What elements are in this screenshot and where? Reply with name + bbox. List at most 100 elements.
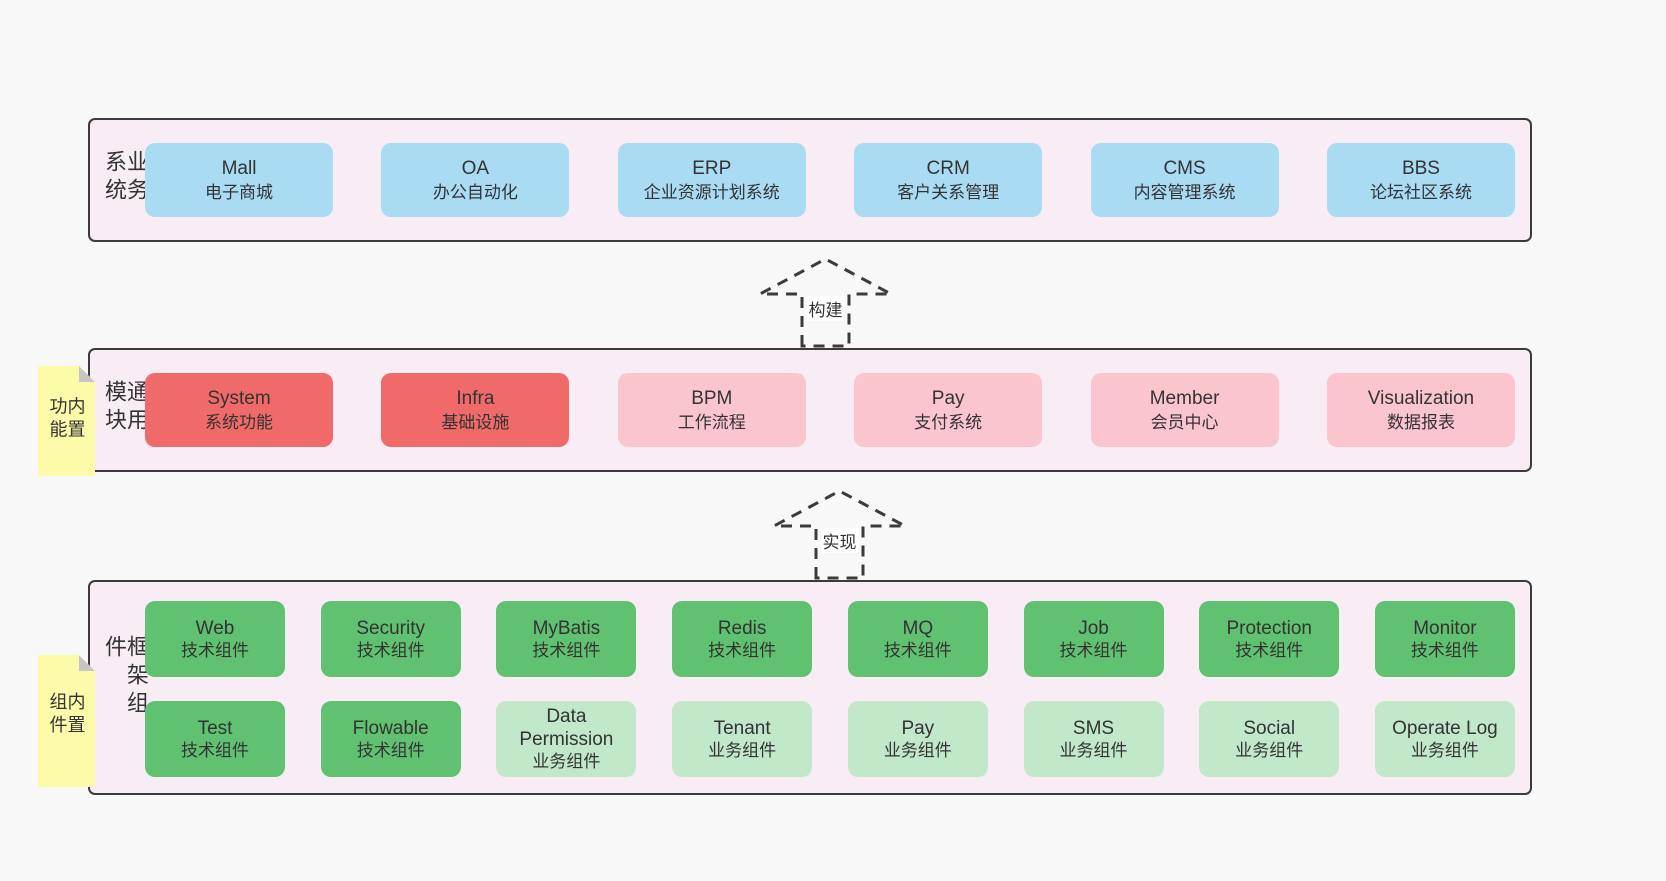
box-subtitle: 会员中心 [1150,412,1219,432]
box-title: Mall [221,157,257,179]
box-subtitle: 企业资源计划系统 [643,182,780,202]
box-subtitle: 技术组件 [181,740,249,760]
box-title: ERP [692,157,732,179]
box-title: Flowable [352,717,429,739]
box-pay-component: Pay 业务组件 [847,701,988,777]
box-tenant: Tenant 业务组件 [672,701,813,777]
box-title: MyBatis [532,617,601,639]
box-subtitle: 技术组件 [1410,640,1479,660]
box-oa: OA 办公自动化 [381,143,570,217]
box-mall: Mall 电子商城 [145,143,333,217]
box-visualization: Visualization 数据报表 [1326,373,1515,447]
box-protection: Protection 技术组件 [1199,601,1340,677]
framework-box-row-2: Test 技术组件 Flowable 技术组件 Data Permission … [145,701,1515,777]
box-title: BBS [1401,157,1440,179]
panel-business-label: 业务系统 [102,150,149,206]
box-subtitle: 业务组件 [708,740,777,760]
box-title: Protection [1226,617,1312,639]
box-title: Member [1149,387,1220,409]
box-mybatis: MyBatis 技术组件 [496,601,637,677]
box-subtitle: 技术组件 [1059,640,1128,660]
box-crm: CRM 客户关系管理 [854,143,1043,217]
box-title: Visualization [1367,387,1475,409]
box-title: System [207,387,271,409]
box-web: Web 技术组件 [145,601,285,677]
box-subtitle: 支付系统 [914,412,983,432]
box-test: Test 技术组件 [145,701,285,777]
framework-box-row-1: Web 技术组件 Security 技术组件 MyBatis 技术组件 Redi… [145,601,1515,677]
box-subtitle: 电子商城 [205,182,273,202]
box-title: Pay [931,387,965,409]
box-mq: MQ 技术组件 [847,601,988,677]
box-monitor: Monitor 技术组件 [1374,601,1515,677]
box-subtitle: 数据报表 [1386,412,1455,432]
modules-box-row: System 系统功能 Infra 基础设施 BPM 工作流程 Pay 支付系统… [145,373,1515,447]
box-subtitle: 业务组件 [883,740,952,760]
box-redis: Redis 技术组件 [672,601,813,677]
box-subtitle: 技术组件 [1235,640,1304,660]
box-subtitle: 系统功能 [205,412,273,432]
box-sms: SMS 业务组件 [1023,701,1164,777]
sticky-note-text: 内置功能 [47,396,86,443]
panel-framework-label: 框架组件 [102,634,149,719]
panel-common-modules: 通用模块 System 系统功能 Infra 基础设施 BPM 工作流程 Pay… [88,348,1532,472]
box-subtitle: 基础设施 [441,412,510,432]
box-subtitle: 业务组件 [1410,740,1479,760]
box-bbs: BBS 论坛社区系统 [1326,143,1515,217]
dashed-up-arrow-icon [759,257,892,348]
box-title: Job [1078,617,1109,639]
box-subtitle: 论坛社区系统 [1369,182,1472,202]
box-title: Pay [901,717,935,739]
box-title: Social [1243,717,1296,739]
box-subtitle: 技术组件 [708,640,777,660]
box-subtitle: 技术组件 [356,640,425,660]
box-subtitle: 业务组件 [532,752,601,771]
box-subtitle: 技术组件 [181,640,249,660]
box-social: Social 业务组件 [1199,701,1340,777]
implement-arrow: 实现 [771,488,908,580]
box-subtitle: 技术组件 [532,640,601,660]
box-title: CRM [926,157,970,179]
box-security: Security 技术组件 [320,601,461,677]
box-subtitle: 内容管理系统 [1133,182,1236,202]
box-flowable: Flowable 技术组件 [320,701,461,777]
build-arrow: 构建 [757,256,894,348]
box-title: Operate Log [1392,717,1498,739]
box-subtitle: 技术组件 [883,640,952,660]
sticky-note-builtin-features: 内置功能 [38,366,95,476]
box-member: Member 会员中心 [1090,373,1279,447]
box-title: OA [461,157,490,179]
box-subtitle: 工作流程 [677,412,746,432]
box-title: SMS [1072,717,1115,739]
box-title: Infra [456,387,495,409]
box-title: Web [195,617,235,639]
panel-modules-label: 通用模块 [102,380,149,436]
sticky-note-builtin-components: 内置组件 [38,655,95,787]
box-bpm: BPM 工作流程 [617,373,806,447]
box-infra: Infra 基础设施 [381,373,570,447]
box-subtitle: 业务组件 [1059,740,1128,760]
box-title: Monitor [1413,617,1477,639]
box-subtitle: 业务组件 [1235,740,1304,760]
box-operate-log: Operate Log 业务组件 [1374,701,1515,777]
box-title: Redis [717,617,767,639]
business-box-row: Mall 电子商城 OA 办公自动化 ERP 企业资源计划系统 CRM 客户关系… [145,143,1515,217]
box-system: System 系统功能 [145,373,333,447]
implement-arrow-label: 实现 [820,528,859,553]
box-title: CMS [1163,157,1206,179]
box-title: Security [356,617,426,639]
box-title: Test [197,717,233,739]
box-cms: CMS 内容管理系统 [1090,143,1279,217]
panel-framework-components: 框架组件 Web 技术组件 Security 技术组件 MyBatis 技术组件… [88,580,1532,795]
box-erp: ERP 企业资源计划系统 [617,143,806,217]
box-job: Job 技术组件 [1023,601,1164,677]
box-subtitle: 客户关系管理 [897,182,1000,202]
box-title: Data Permission [519,706,614,750]
box-title: BPM [691,387,733,409]
box-title: Tenant [713,717,771,739]
panel-business-systems: 业务系统 Mall 电子商城 OA 办公自动化 ERP 企业资源计划系统 CRM… [88,118,1532,242]
box-pay: Pay 支付系统 [854,373,1043,447]
sticky-note-text: 内置组件 [47,691,86,738]
box-title: MQ [902,617,934,639]
box-subtitle: 办公自动化 [432,182,518,202]
